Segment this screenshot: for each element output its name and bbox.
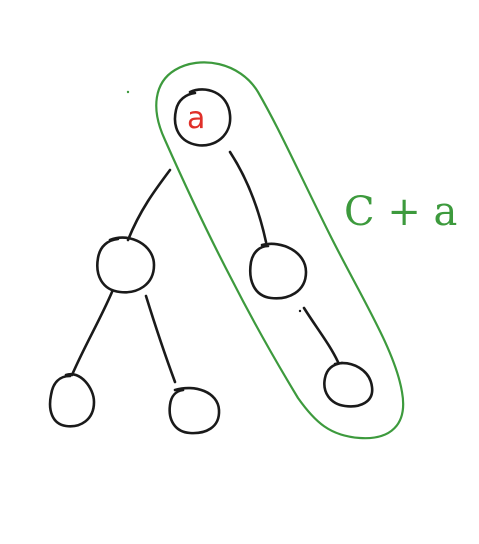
edge-dot (298, 309, 302, 313)
edge-left-rightleaf (144, 294, 177, 384)
highlight-loop (155, 61, 405, 440)
node-right-child (249, 242, 308, 300)
node-right-right-leaf (323, 361, 374, 408)
edge-root-left (126, 168, 172, 242)
highlight-annotation: C + a (344, 189, 457, 235)
stray-dot (126, 90, 130, 94)
node-left-right-leaf (168, 386, 221, 435)
edge-right-rightleaf (302, 306, 340, 364)
edge-root-right (228, 150, 268, 244)
edge-left-leftleaf (70, 290, 114, 377)
node-left-left-leaf (48, 372, 96, 428)
node-root: a (173, 88, 232, 147)
node-left-child (96, 236, 156, 294)
root-label: a (187, 101, 205, 136)
